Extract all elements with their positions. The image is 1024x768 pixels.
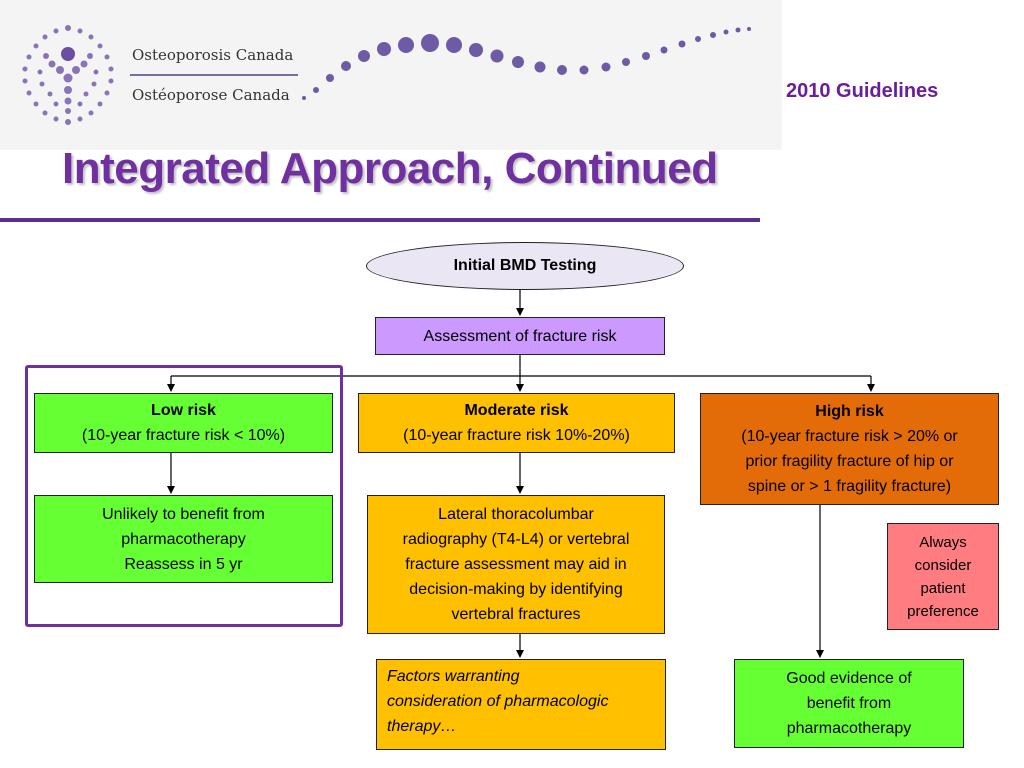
low-risk-heading: Low risk (151, 402, 216, 419)
guidelines-label: 2010 Guidelines (786, 80, 939, 102)
initial-bmd-testing-node: Initial BMD Testing (366, 242, 684, 290)
preference-line: preference (907, 602, 979, 620)
high-risk-outcome-node: Good evidence of benefit from pharmacoth… (734, 659, 964, 748)
preference-line: patient (920, 579, 966, 597)
moderate-risk-outcome-line: vertebral fractures (451, 606, 581, 623)
low-risk-detail: (10-year fracture risk < 10%) (81, 427, 286, 444)
preference-line: consider (914, 556, 972, 574)
high-risk-detail-line: (10-year fracture risk > 20% or (741, 428, 958, 445)
title-underline (0, 218, 760, 222)
moderate-risk-heading: Moderate risk (464, 402, 569, 419)
preference-line: Always (919, 533, 967, 551)
factors-line: therapy… (387, 718, 457, 735)
patient-preference-note: Always consider patient preference (887, 523, 999, 630)
factors-line: Factors warranting (387, 668, 520, 685)
factors-line: consideration of pharmacologic (387, 693, 609, 710)
low-risk-highlight-frame (25, 365, 343, 627)
high-risk-outcome-line: pharmacotherapy (786, 720, 912, 737)
low-risk-node: Low risk (10-year fracture risk < 10%) (34, 393, 333, 453)
org-name-divider (130, 74, 298, 76)
high-risk-outcome-line: benefit from (806, 695, 892, 712)
osteoporosis-canada-logo-icon (22, 25, 114, 125)
moderate-risk-outcome-line: radiography (T4-L4) or vertebral (402, 531, 630, 548)
org-name-french: Ostéoporose Canada (132, 86, 290, 104)
moderate-risk-node: Moderate risk (10-year fracture risk 10%… (358, 393, 675, 453)
moderate-risk-detail: (10-year fracture risk 10%-20%) (403, 427, 630, 444)
moderate-risk-outcome-node: Lateral thoracolumbar radiography (T4-L4… (367, 495, 665, 634)
moderate-risk-outcome-line: fracture assessment may aid in (405, 556, 627, 573)
high-risk-outcome-line: Good evidence of (786, 670, 912, 687)
assessment-label: Assessment of fracture risk (423, 327, 617, 345)
factors-warranting-node: Factors warranting consideration of phar… (376, 659, 666, 750)
moderate-risk-outcome-line: Lateral thoracolumbar (438, 506, 594, 523)
low-risk-outcome-node: Unlikely to benefit from pharmacotherapy… (34, 495, 333, 583)
slide-title: Integrated Approach, Continued (62, 144, 718, 193)
high-risk-heading: High risk (815, 403, 884, 420)
high-risk-detail-line: prior fragility fracture of hip or (745, 453, 954, 470)
low-risk-outcome-line: Unlikely to benefit from (102, 506, 265, 523)
assessment-node: Assessment of fracture risk (375, 317, 665, 355)
high-risk-node: High risk (10-year fracture risk > 20% o… (700, 393, 999, 505)
decorative-dot-wave-icon (302, 27, 751, 100)
org-name-english: Osteoporosis Canada (132, 46, 294, 64)
high-risk-detail-line: spine or > 1 fragility fracture) (747, 478, 952, 495)
low-risk-outcome-line: pharmacotherapy (121, 531, 246, 548)
low-risk-outcome-line: Reassess in 5 yr (124, 556, 243, 573)
moderate-risk-outcome-line: decision-making by identifying (409, 581, 623, 598)
